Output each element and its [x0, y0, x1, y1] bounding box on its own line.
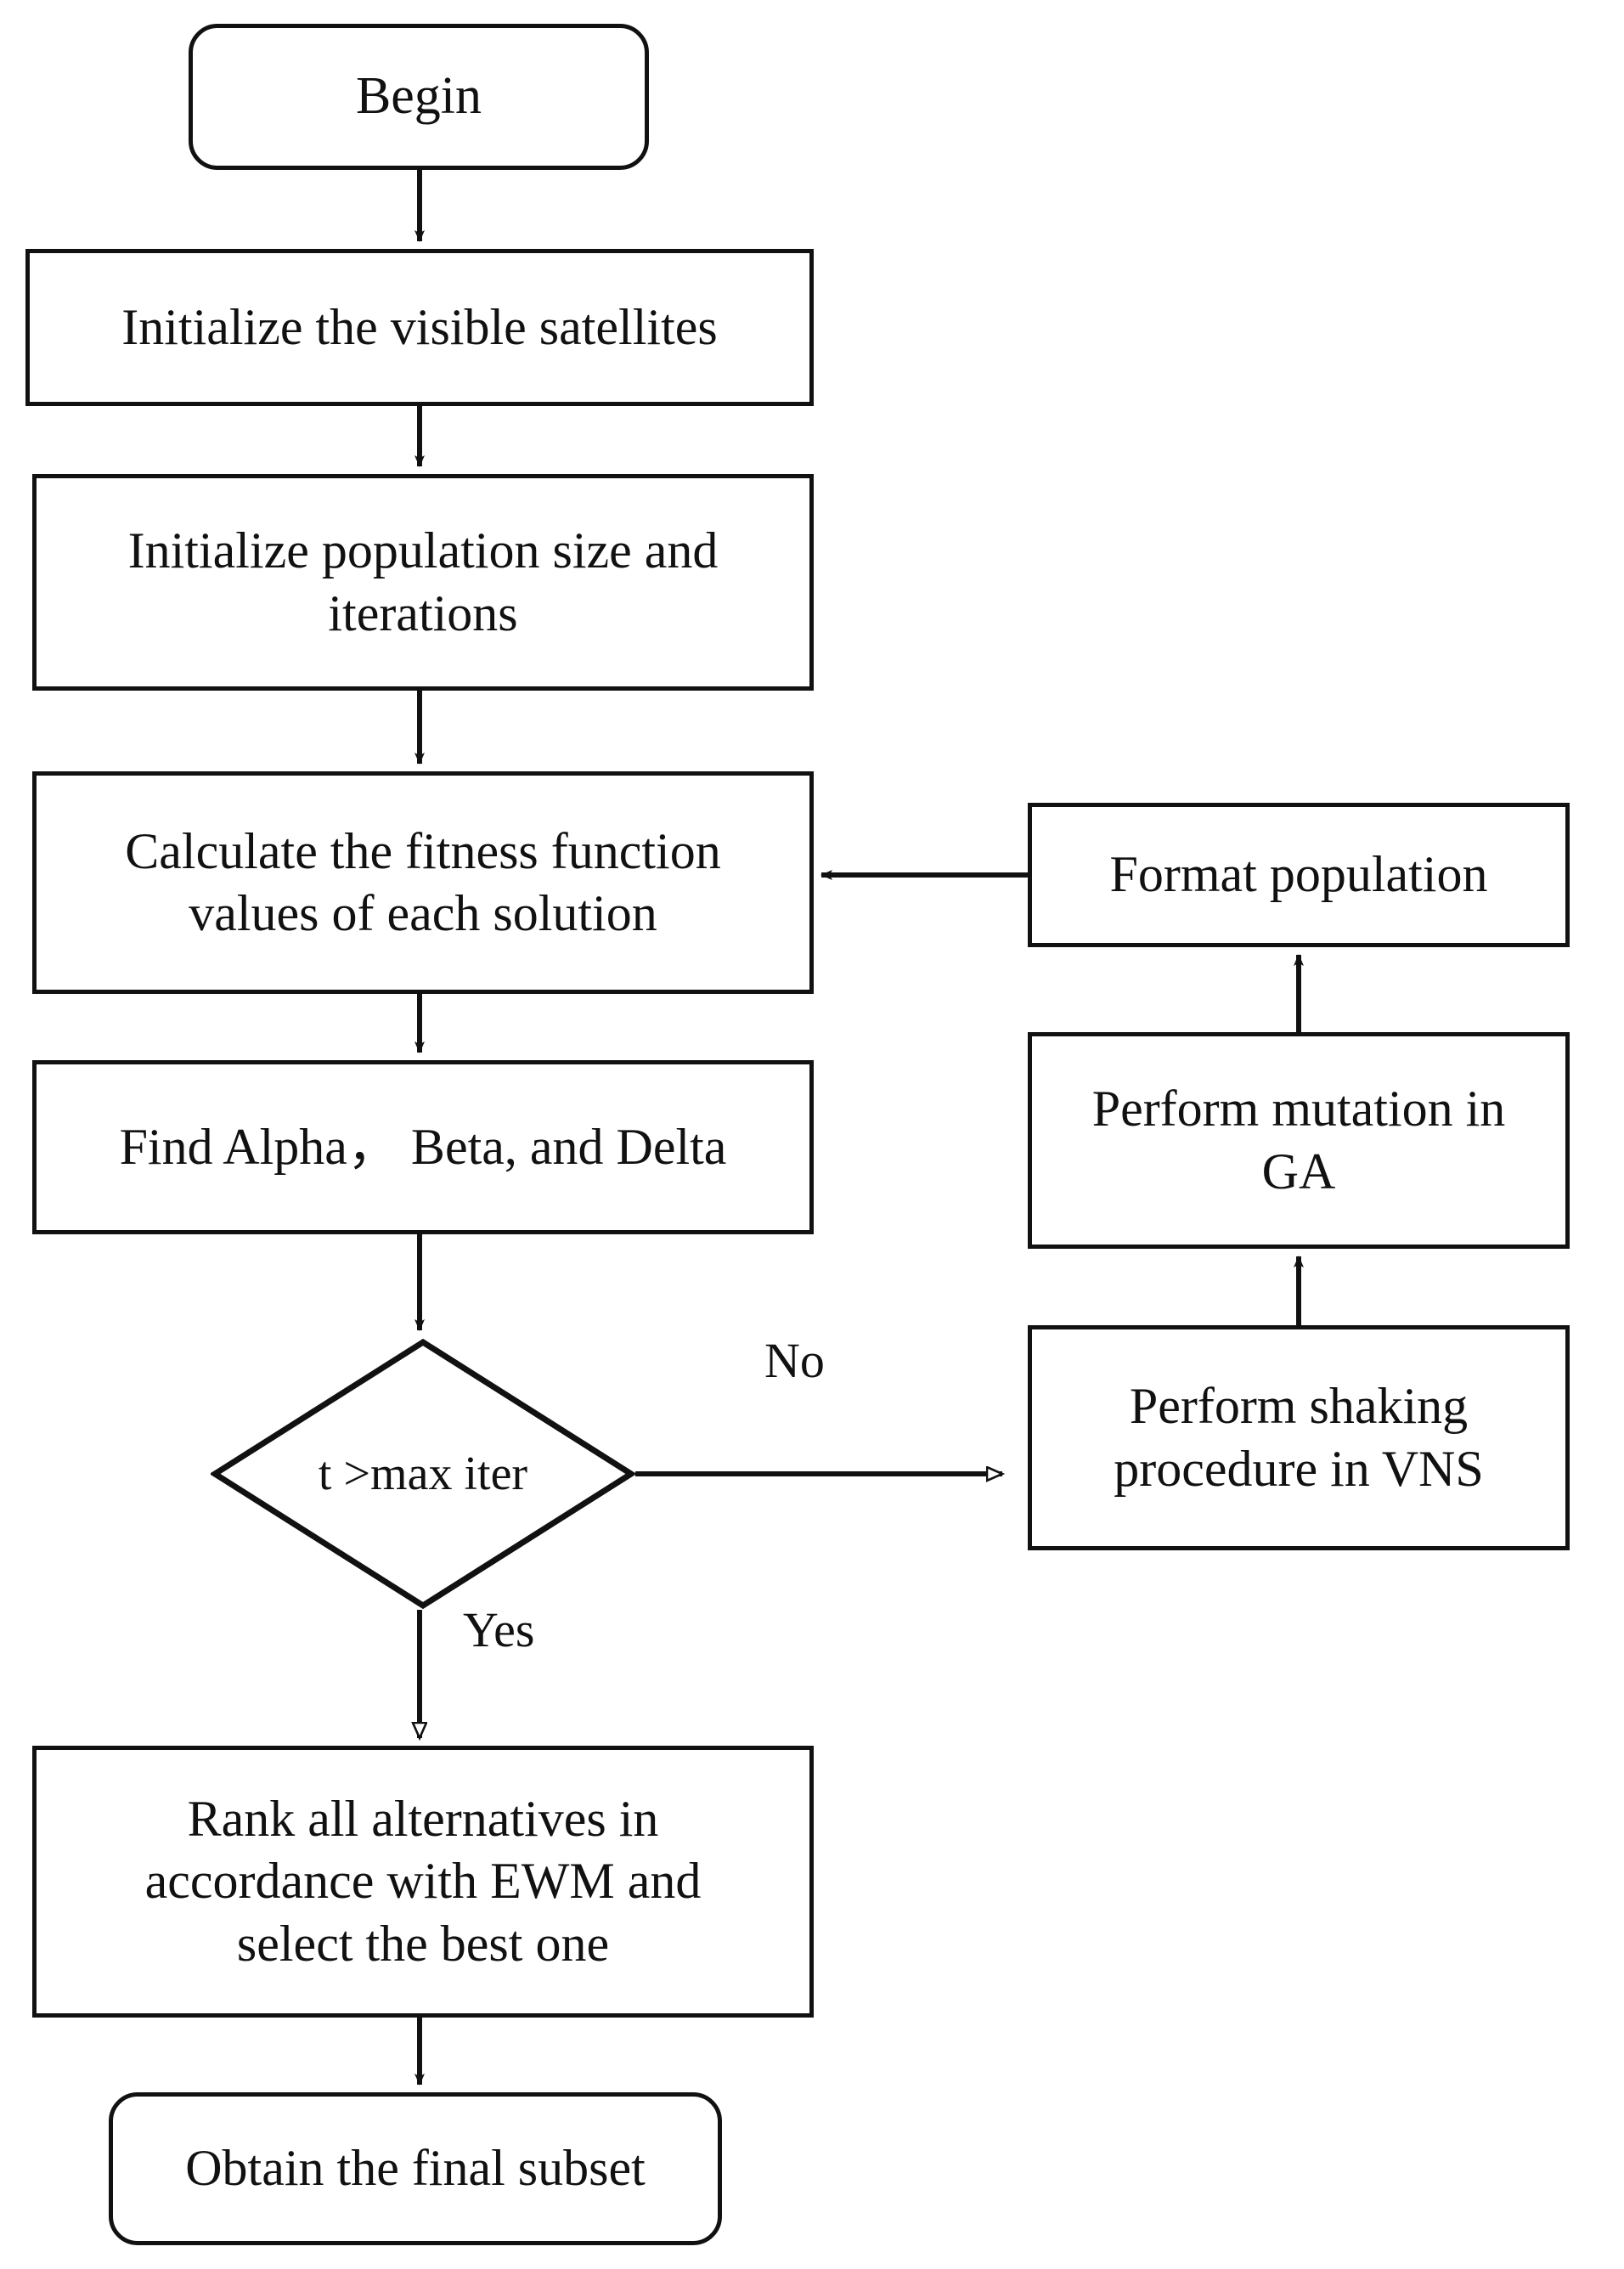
node-format-population-label: Format population [1109, 846, 1488, 903]
node-find-alpha-beta-delta-label: Find Alpha， Beta, and Delta [119, 1118, 727, 1175]
node-obtain-final-subset[interactable]: Obtain the final subset [109, 2092, 722, 2245]
node-initialize-population[interactable]: Initialize population size and iteration… [32, 474, 814, 691]
node-rank-alternatives-label: Rank all alternatives in accordance with… [144, 1791, 702, 1972]
node-begin-label: Begin [355, 67, 482, 126]
node-find-alpha-beta-delta[interactable]: Find Alpha， Beta, and Delta [32, 1060, 814, 1234]
node-perform-mutation-ga-label: Perform mutation in GA [1091, 1081, 1506, 1199]
node-calculate-fitness[interactable]: Calculate the fitness function values of… [32, 771, 814, 994]
node-initialize-visible-satellites[interactable]: Initialize the visible satellites [25, 249, 814, 406]
node-decision-max-iter-label: t >max iter [318, 1448, 528, 1500]
diamond-shape [211, 1338, 635, 1610]
node-begin[interactable]: Begin [189, 24, 649, 170]
node-rank-alternatives[interactable]: Rank all alternatives in accordance with… [32, 1746, 814, 2018]
node-initialize-population-label: Initialize population size and iteration… [127, 522, 719, 641]
node-initialize-visible-satellites-label: Initialize the visible satellites [121, 298, 718, 355]
edge-label-no: No [764, 1333, 825, 1388]
node-decision-max-iter[interactable]: t >max iter [211, 1338, 635, 1610]
node-perform-shaking-vns[interactable]: Perform shaking procedure in VNS [1028, 1325, 1570, 1550]
node-perform-shaking-vns-label: Perform shaking procedure in VNS [1114, 1378, 1484, 1497]
edge-label-yes: Yes [463, 1602, 535, 1657]
node-format-population[interactable]: Format population [1028, 803, 1570, 947]
node-obtain-final-subset-label: Obtain the final subset [185, 2140, 646, 2197]
node-calculate-fitness-label: Calculate the fitness function values of… [125, 822, 721, 941]
node-perform-mutation-ga[interactable]: Perform mutation in GA [1028, 1032, 1570, 1249]
